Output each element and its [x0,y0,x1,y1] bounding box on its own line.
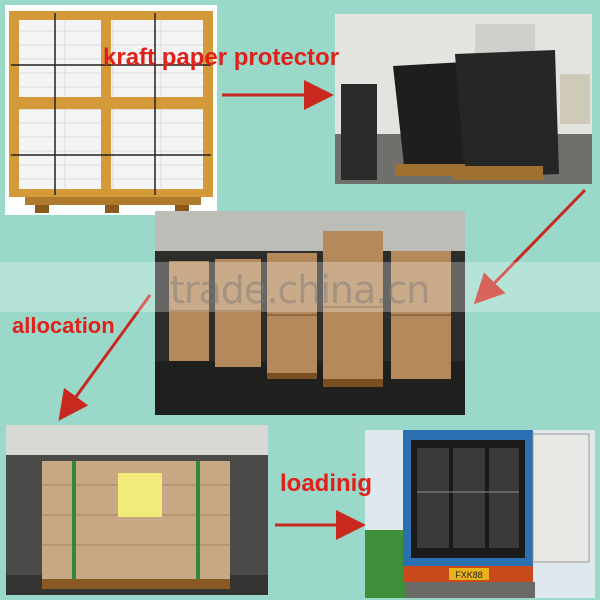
container-plate-text: FXK88 [455,570,483,580]
warehouse-photo-1-image [335,14,592,184]
warehouse-photo-2 [155,211,465,415]
kraft-pallet-photo-image [6,425,268,595]
pallet-sketch-image [5,5,217,215]
warehouse-photo-2-image [155,211,465,415]
container-loading-image: FXK88 [365,430,595,598]
pallet-sketch-panel [5,5,217,215]
kraft-pallet-photo [6,425,268,595]
watermark-text: trade.china.cn [170,268,430,312]
kraft-paper-protector-label: kraft paper protector [103,44,340,71]
container-loading-photo: FXK88 [365,430,595,598]
allocation-label: allocation [12,313,115,338]
loading-label: loadinig [280,470,372,497]
warehouse-photo-1 [335,14,592,184]
watermark-band [0,262,600,312]
